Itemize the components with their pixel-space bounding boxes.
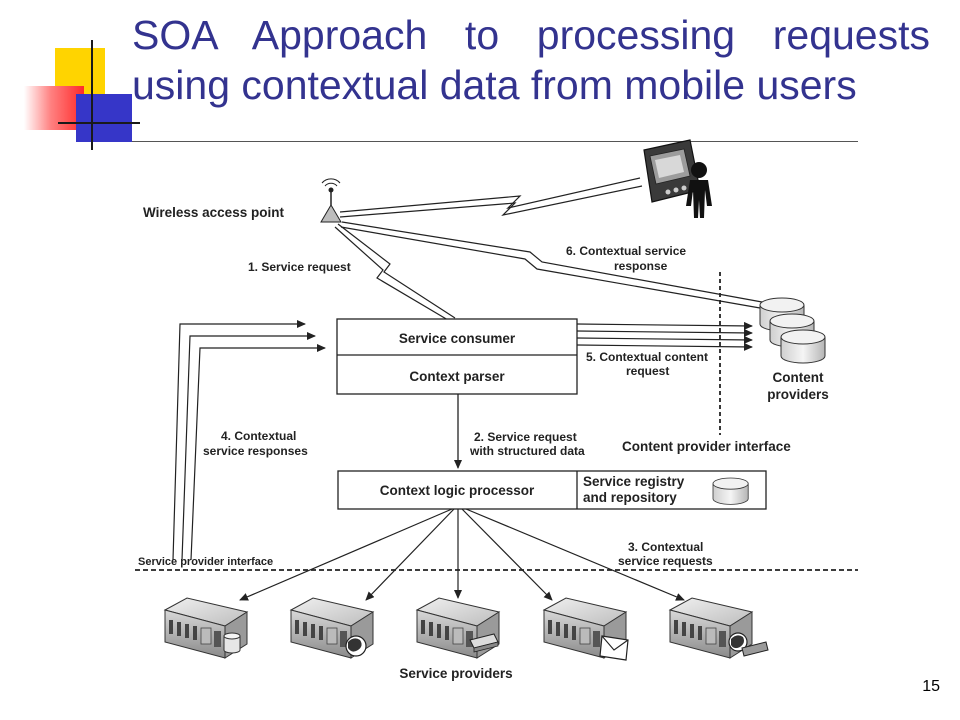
step6-label-2: response [614, 259, 668, 273]
service-consumer-label: Service consumer [399, 331, 516, 346]
service-request-arrows [239, 508, 685, 601]
title-underline [132, 141, 858, 142]
service-consumer-box [336, 318, 578, 395]
step3-label-1: 3. Contextual [628, 540, 703, 554]
step5-label-2: request [626, 364, 669, 378]
antenna-icon [320, 178, 342, 223]
registry-database-icon [712, 477, 749, 505]
content-providers-label-1: Content [773, 370, 824, 385]
slide-title: SOA Approach to processing requests usin… [132, 12, 930, 108]
horizontal-rule [58, 122, 140, 124]
slide-decoration [0, 0, 140, 150]
wireless-access-point-label: Wireless access point [143, 205, 284, 220]
step6-label-1: 6. Contextual service [566, 244, 686, 258]
service-providers-label: Service providers [399, 666, 512, 681]
service-registry-label-2: and repository [583, 490, 677, 505]
service-provider-interface-label: Service provider interface [138, 556, 273, 568]
slide-number: 15 [922, 678, 940, 695]
service-provider-server-4 [543, 597, 629, 661]
content-providers-icon [759, 297, 826, 364]
content-provider-interface-label: Content provider interface [622, 439, 791, 454]
content-request-arrows [576, 321, 753, 351]
mobile-device-icon [643, 139, 701, 203]
service-registry-label-1: Service registry [583, 474, 685, 489]
service-provider-server-3 [416, 597, 500, 659]
globe-icon [345, 635, 367, 657]
blue-square [76, 94, 132, 142]
step4-label-2: service responses [203, 444, 308, 458]
service-provider-server-2 [290, 597, 374, 659]
context-parser-label: Context parser [409, 369, 505, 384]
person-icon [686, 162, 712, 218]
context-logic-processor-label: Context logic processor [380, 483, 535, 498]
globe-icon [728, 632, 769, 657]
step4-label-1: 4. Contextual [221, 429, 296, 443]
step1-label: 1. Service request [248, 260, 351, 274]
tray-icon [469, 633, 499, 653]
database-icon [223, 632, 241, 654]
vertical-rule [91, 40, 93, 150]
wireless-links [334, 177, 763, 321]
step2-label-2: with structured data [469, 444, 585, 458]
service-response-arrows [172, 320, 326, 561]
content-providers-label-2: providers [767, 387, 829, 402]
context-logic-processor-box [337, 470, 767, 510]
step5-label-1: 5. Contextual content [586, 350, 708, 364]
service-provider-server-1 [164, 597, 248, 659]
service-provider-server-5 [669, 597, 769, 659]
envelope-icon [599, 635, 629, 661]
step2-label-1: 2. Service request [474, 430, 577, 444]
step3-label-2: service requests [618, 554, 713, 568]
